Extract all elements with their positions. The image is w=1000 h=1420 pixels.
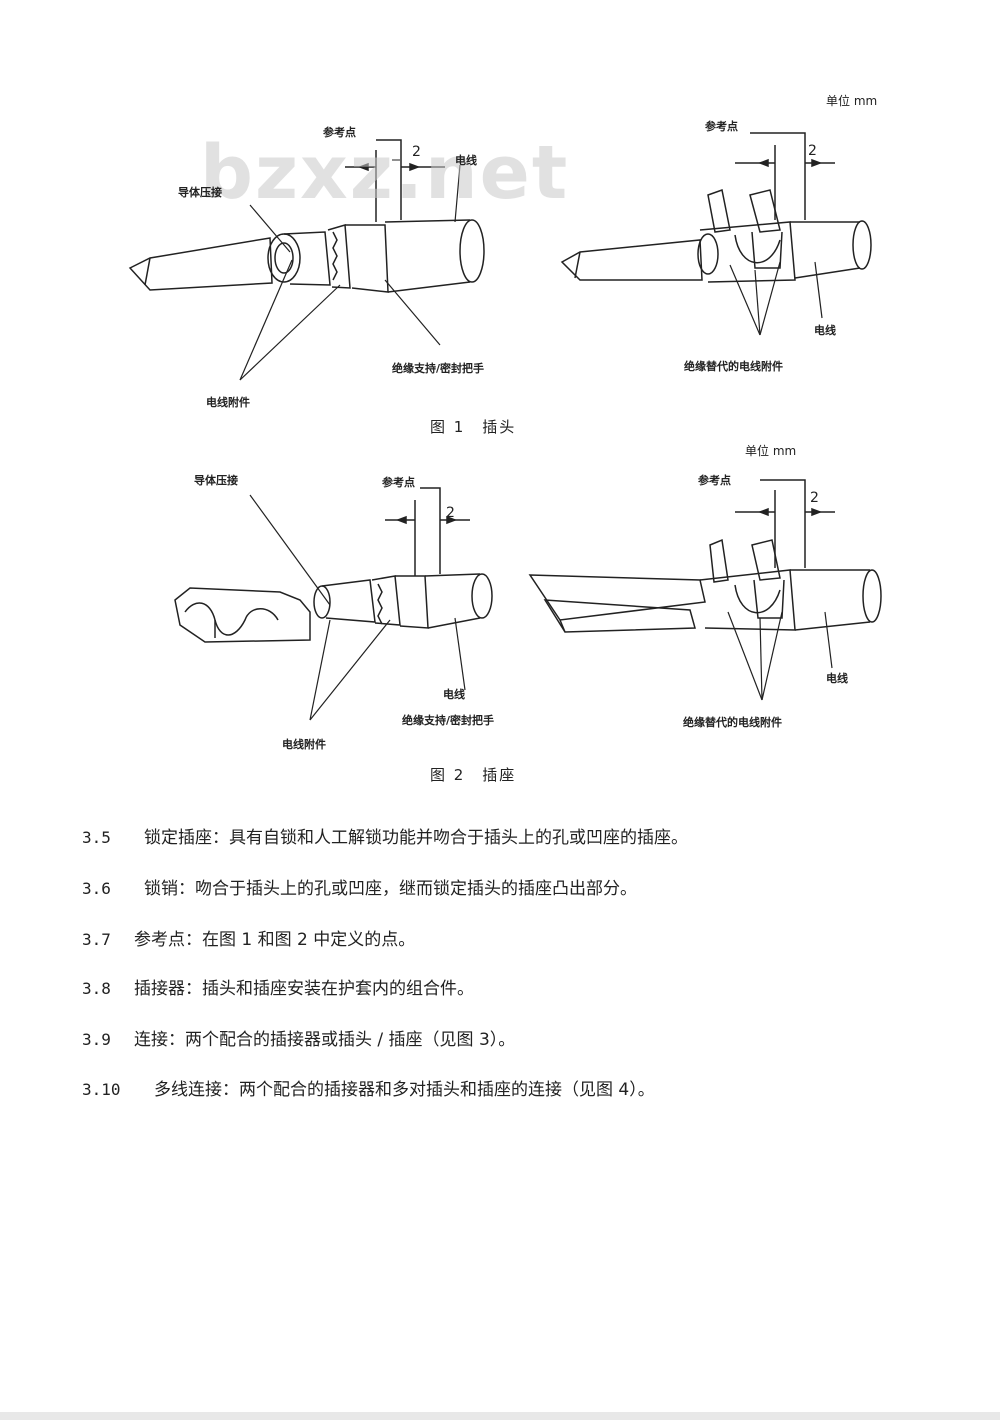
fig2-left-wire-label: 电线 <box>443 688 465 701</box>
page-bottom-edge <box>0 1412 1000 1420</box>
figure1-caption: 图 1 插头 <box>430 418 517 436</box>
fig1-left-insulation-support-label: 绝缘支持/密封把手 <box>392 362 485 375</box>
fig2-right-dim-label: 2 <box>810 490 819 506</box>
fig1-left-wire-attachment-label: 电线附件 <box>206 396 250 409</box>
watermark: bzxz.net <box>200 130 570 216</box>
clause-3-5: 3.5 锁定插座：具有自锁和人工解锁功能并吻合于插头上的孔或凹座的插座。 <box>82 823 688 848</box>
clause-3-9: 3.9 连接：两个配合的插接器或插头 / 插座（见图 3）。 <box>82 1025 515 1050</box>
fig1-right-plug-drawing <box>560 132 872 336</box>
clause-number: 3.8 <box>82 979 111 998</box>
fig1-right-insulation-alt-label: 绝缘替代的电线附件 <box>684 360 783 373</box>
clause-text: 锁销：吻合于插头上的孔或凹座，继而锁定插头的插座凸出部分。 <box>144 879 637 899</box>
fig1-right-wire-label: 电线 <box>814 324 836 337</box>
clause-number: 3.5 <box>82 828 111 847</box>
clause-text: 参考点：在图 1 和图 2 中定义的点。 <box>134 930 416 950</box>
clause-number: 3.6 <box>82 879 111 898</box>
fig2-left-insulation-support-label: 绝缘支持/密封把手 <box>402 714 495 727</box>
fig1-right-dim-label: 2 <box>808 143 817 159</box>
clause-3-10: 3.10 多线连接：两个配合的插接器和多对插头和插座的连接（见图 4）。 <box>82 1075 655 1100</box>
fig2-left-wire-attachment-label: 电线附件 <box>282 738 326 751</box>
fig2-unit-label: 单位 mm <box>745 444 797 458</box>
fig1-left-wire-label: 电线 <box>455 154 477 167</box>
fig1-unit-label: 单位 mm <box>826 94 878 108</box>
clause-number: 3.9 <box>82 1030 111 1049</box>
fig2-right-wire-label: 电线 <box>826 672 848 685</box>
fig2-right-receptacle-drawing <box>528 479 882 701</box>
fig1-left-dim-label: 2 <box>412 144 421 160</box>
clause-3-8: 3.8 插接器：插头和插座安装在护套内的组合件。 <box>82 974 474 999</box>
clause-text: 锁定插座：具有自锁和人工解锁功能并吻合于插头上的孔或凹座的插座。 <box>144 828 688 848</box>
clause-text: 插接器：插头和插座安装在护套内的组合件。 <box>134 979 474 999</box>
clause-number: 3.10 <box>82 1080 121 1099</box>
fig1-left-conductor-crimp-label: 导体压接 <box>178 186 222 199</box>
figure2-caption: 图 2 插座 <box>430 766 517 784</box>
fig2-left-ref-point-label: 参考点 <box>382 476 415 489</box>
fig2-left-conductor-crimp-label: 导体压接 <box>194 474 238 487</box>
fig2-left-dim-label: 2 <box>446 505 455 521</box>
clause-text: 多线连接：两个配合的插接器和多对插头和插座的连接（见图 4）。 <box>154 1080 655 1100</box>
clause-3-6: 3.6 锁销：吻合于插头上的孔或凹座，继而锁定插头的插座凸出部分。 <box>82 874 637 899</box>
clause-3-7: 3.7 参考点：在图 1 和图 2 中定义的点。 <box>82 925 415 950</box>
fig1-right-ref-point-label: 参考点 <box>705 120 738 133</box>
fig2-right-insulation-alt-label: 绝缘替代的电线附件 <box>683 716 782 729</box>
clause-text: 连接：两个配合的插接器或插头 / 插座（见图 3）。 <box>134 1030 516 1050</box>
fig1-left-ref-point-label: 参考点 <box>323 126 356 139</box>
fig2-right-ref-point-label: 参考点 <box>698 474 731 487</box>
technical-drawings <box>128 132 882 721</box>
clause-number: 3.7 <box>82 930 111 949</box>
fig2-left-receptacle-drawing <box>174 487 493 721</box>
fig1-left-plug-drawing <box>128 139 485 381</box>
